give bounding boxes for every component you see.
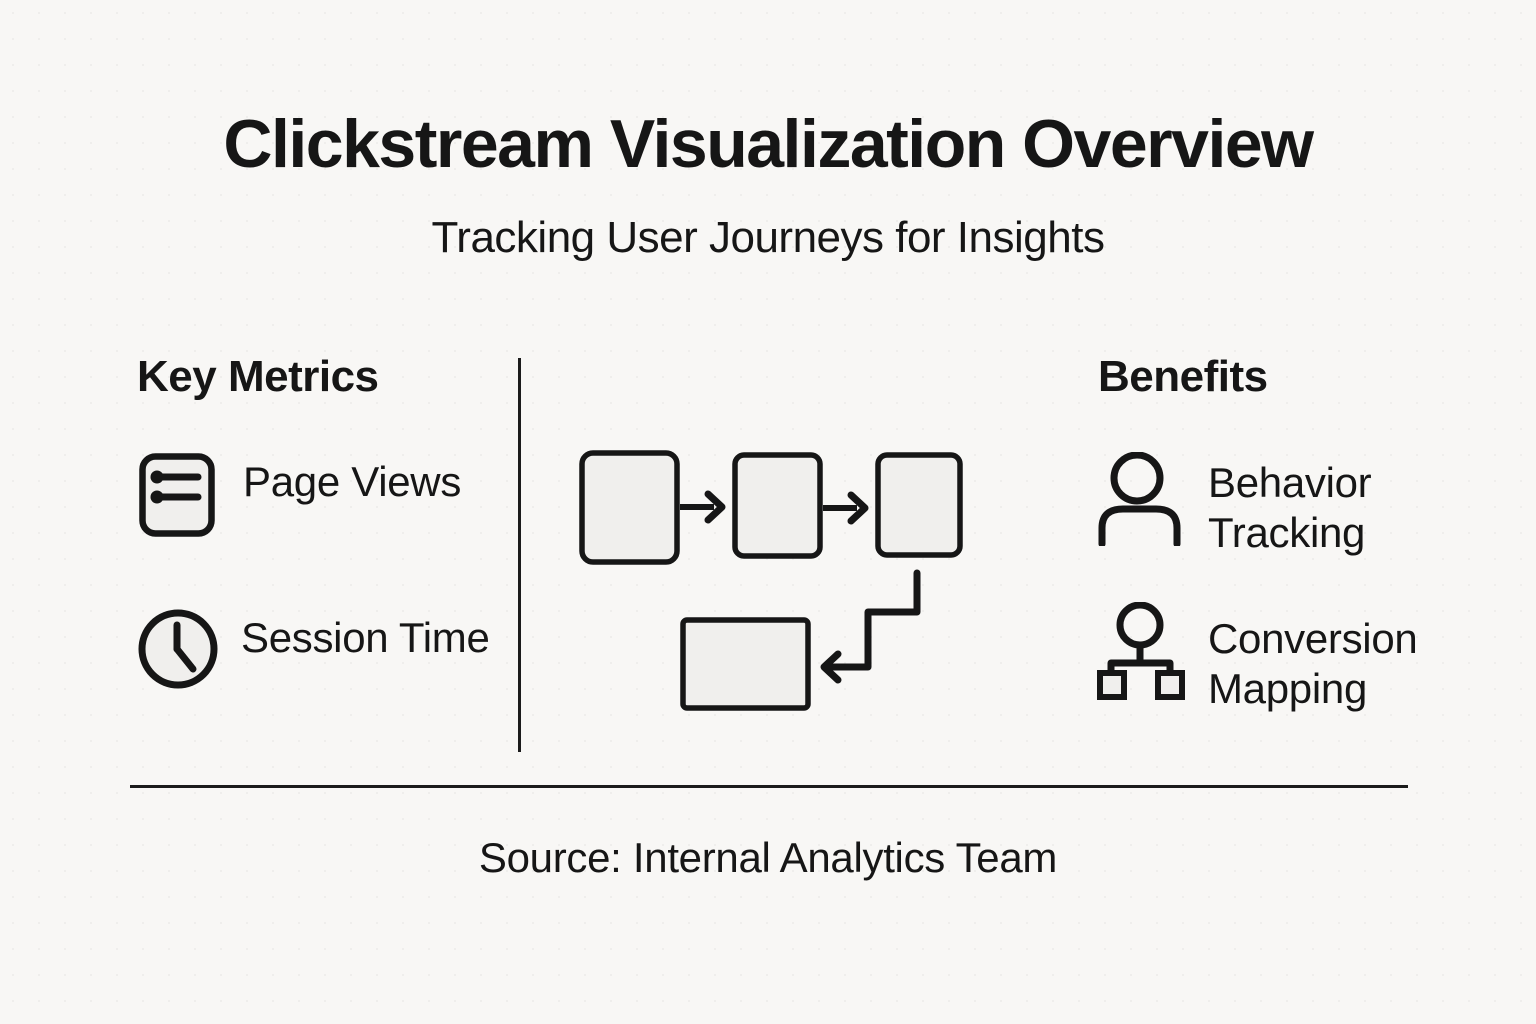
benefits-heading: Benefits xyxy=(1098,352,1268,401)
benefit-label-behavior-tracking: Behavior Tracking xyxy=(1208,459,1372,556)
benefit-label-conversion-mapping: Conversion Mapping xyxy=(1208,615,1418,712)
vertical-divider xyxy=(518,358,521,752)
clock-icon xyxy=(138,609,218,689)
flow-node-step-4 xyxy=(680,617,811,711)
arrow-step3-step4 xyxy=(820,569,921,684)
source-text: Source: Internal Analytics Team xyxy=(478,834,1058,881)
flow-node-step-3 xyxy=(875,452,963,558)
footer-divider xyxy=(130,785,1408,788)
clickstream-flow-diagram xyxy=(579,450,963,711)
hierarchy-icon xyxy=(1097,602,1185,700)
flow-node-step-2 xyxy=(732,452,823,559)
user-icon xyxy=(1098,452,1181,546)
page-title: Clickstream Visualization Overview xyxy=(223,106,1314,182)
page-subtitle: Tracking User Journeys for Insights xyxy=(431,213,1105,262)
metric-label-session-time: Session Time xyxy=(241,614,490,661)
list-icon xyxy=(139,453,215,537)
flow-node-step-1 xyxy=(579,450,680,565)
arrow-step2-step3 xyxy=(823,491,869,525)
arrow-step1-step2 xyxy=(680,490,726,524)
key-metrics-heading: Key Metrics xyxy=(137,352,379,401)
metric-label-page-views: Page Views xyxy=(243,458,462,505)
